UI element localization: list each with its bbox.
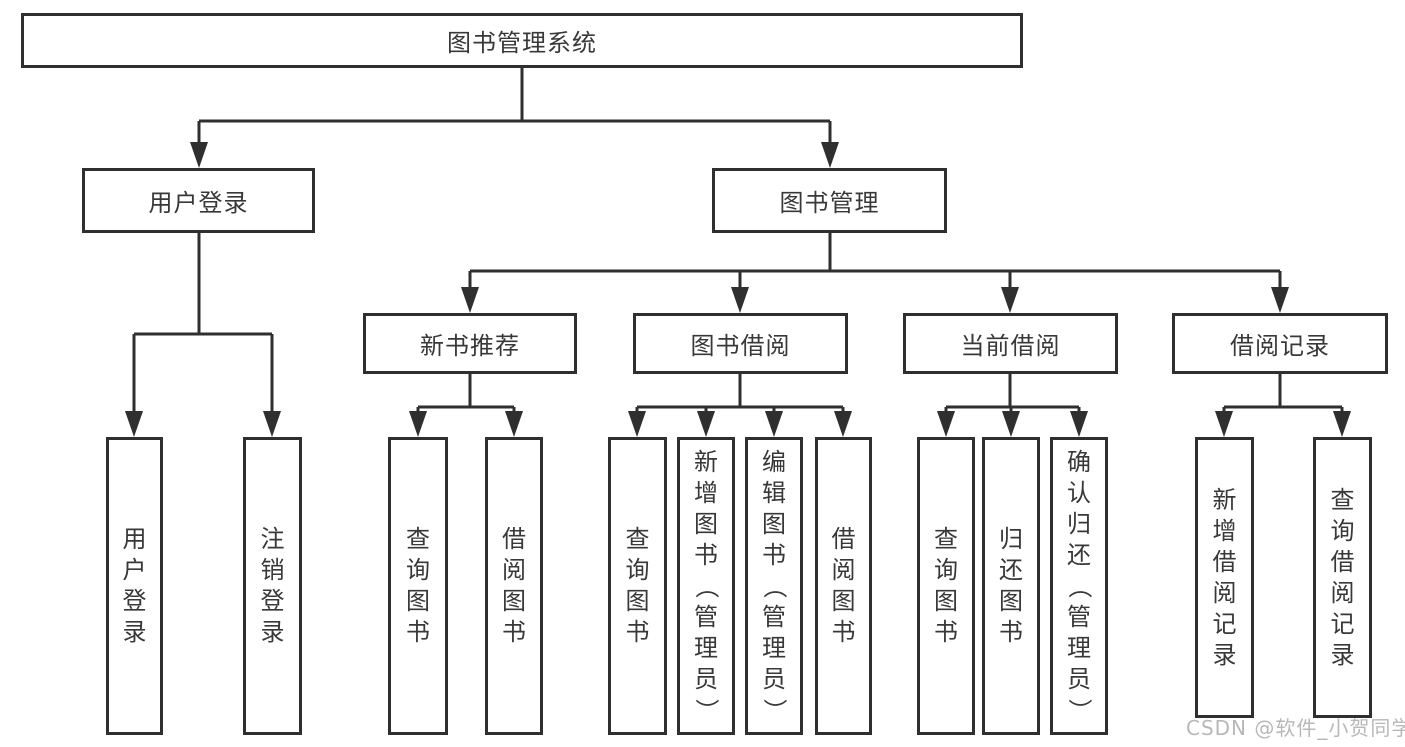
leaf-query-books-current-label: 查询图书 (934, 525, 958, 646)
leaf-edit-books-admin-label: 编辑图书（管理员） (760, 447, 789, 723)
leaf-add-books-admin-label: 新增图书（管理员） (692, 447, 721, 723)
leaf-query-borrow-record-label: 查询借阅记录 (1330, 485, 1355, 669)
node-current-borrowing: 当前借阅 (903, 313, 1118, 374)
node-user-login: 用户登录 (82, 168, 315, 233)
leaf-confirm-return-admin: 确认归还（管理员） (1050, 437, 1108, 735)
node-borrow-records: 借阅记录 (1172, 313, 1388, 374)
leaf-add-borrow-record: 新增借阅记录 (1195, 437, 1254, 718)
leaf-query-books-borrowing-label: 查询图书 (625, 525, 650, 646)
leaf-edit-books-admin: 编辑图书（管理员） (745, 437, 803, 735)
leaf-query-books-borrowing: 查询图书 (608, 437, 667, 735)
leaf-logout: 注销登录 (243, 437, 302, 735)
leaf-user-login-label: 用户登录 (122, 525, 147, 646)
connector-paths (132, 68, 1344, 413)
node-book-borrowing-label: 图书借阅 (690, 332, 791, 360)
leaf-logout-label: 注销登录 (260, 525, 285, 646)
leaf-query-borrow-record: 查询借阅记录 (1313, 437, 1372, 718)
leaf-query-books-recommend: 查询图书 (388, 437, 448, 735)
csdn-watermark: CSDN @软件_小贺同学 (1186, 716, 1405, 740)
node-library-management-system-label: 图书管理系统 (447, 29, 597, 57)
leaf-borrow-books-label: 借阅图书 (831, 525, 856, 646)
leaf-query-books-current: 查询图书 (917, 437, 975, 735)
leaf-borrow-books: 借阅图书 (815, 437, 872, 735)
leaf-add-borrow-record-label: 新增借阅记录 (1212, 485, 1237, 669)
leaf-return-books-label: 归还图书 (999, 525, 1023, 646)
arrowheads (125, 142, 1351, 437)
leaf-user-login: 用户登录 (106, 437, 163, 735)
node-new-book-recommend-label: 新书推荐 (420, 332, 520, 360)
node-book-borrowing: 图书借阅 (633, 313, 848, 374)
leaf-add-books-admin: 新增图书（管理员） (677, 437, 735, 735)
node-new-book-recommend: 新书推荐 (363, 313, 577, 374)
node-library-management-system: 图书管理系统 (21, 13, 1023, 68)
node-user-login-label: 用户登录 (148, 189, 249, 217)
node-book-management: 图书管理 (712, 168, 947, 233)
leaf-borrow-books-recommend: 借阅图书 (485, 437, 543, 735)
node-borrow-records-label: 借阅记录 (1230, 332, 1330, 360)
leaf-return-books: 归还图书 (982, 437, 1040, 735)
leaf-confirm-return-admin-label: 确认归还（管理员） (1065, 447, 1094, 723)
leaf-query-books-recommend-label: 查询图书 (406, 525, 430, 646)
node-current-borrowing-label: 当前借阅 (960, 332, 1061, 360)
leaf-borrow-books-recommend-label: 借阅图书 (502, 525, 526, 646)
node-book-management-label: 图书管理 (779, 189, 880, 217)
